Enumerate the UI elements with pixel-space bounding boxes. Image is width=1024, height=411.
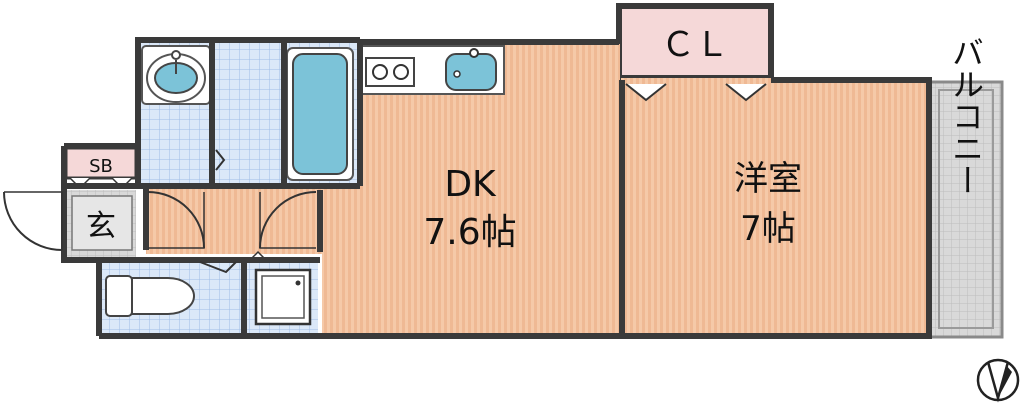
washbasin-icon [141, 45, 211, 105]
western-room-size-label: 7帖 [740, 209, 796, 249]
western-room [621, 78, 929, 334]
entrance: 玄 [66, 190, 136, 258]
laundry-area [246, 250, 318, 334]
kitchen-sink-icon [445, 53, 497, 91]
toilet-room [102, 262, 244, 334]
entrance-label: 玄 [86, 209, 116, 244]
kitchen-counter [361, 45, 505, 95]
bathroom [284, 42, 358, 186]
balcony-label: バルコニー [947, 36, 985, 196]
walls [61, 37, 932, 339]
doors [3, 83, 767, 274]
toilet-icon [105, 275, 195, 317]
closet-label: ＣＬ [661, 25, 729, 65]
dk-size-label: 7.6帖 [423, 212, 516, 253]
shoe-box-label: SB [89, 156, 113, 177]
balcony [928, 80, 1004, 339]
dk-name-label: DK [444, 164, 497, 205]
shoe-box: SB [64, 146, 138, 190]
western-room-name-label: 洋室 [734, 159, 802, 199]
bathtub-icon [292, 53, 348, 175]
washing-machine-pan-icon [254, 268, 312, 326]
north-arrow-icon [976, 358, 1020, 403]
